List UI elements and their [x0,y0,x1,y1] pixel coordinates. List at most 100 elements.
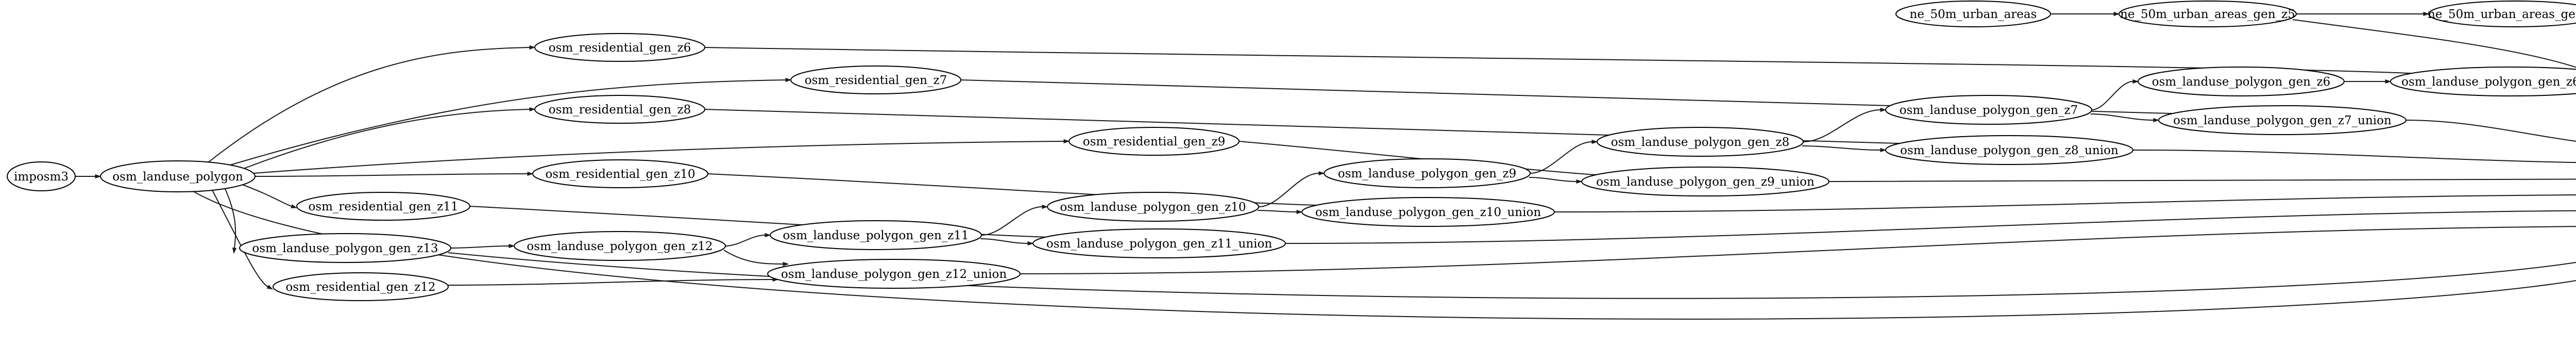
arrowhead-rz11 [291,204,298,208]
node-label-rz7: osm_residential_gen_z7 [805,74,947,87]
node-label-ne4: ne_50m_urban_areas_gen_z4 [2428,8,2576,21]
arrowhead-g9 [1318,171,1325,176]
node-ellipse-g11 [770,220,982,250]
node-ellipse-g12 [514,231,726,261]
node-ellipse-g8 [1597,127,1804,157]
node-rz6: osm_residential_gen_z6 [534,33,705,62]
node-label-g6: osm_landuse_polygon_gen_z6 [2152,75,2331,89]
node-ellipse-g7 [1885,95,2092,125]
node-rz7: osm_residential_gen_z7 [790,65,961,94]
edge-g7-u7 [2090,113,2154,121]
edge-landuse-rz9 [253,141,1064,174]
arrowhead-ne5 [2113,11,2120,17]
arrowhead-u9 [1576,179,1583,184]
node-label-u6: osm_landuse_polygon_gen_z6_union [2401,75,2576,89]
arrowhead-u12 [783,261,789,267]
arrowhead-rz10 [527,171,534,176]
node-label-rz6: osm_residential_gen_z6 [549,41,691,55]
node-ellipse-rz8 [534,95,705,124]
node-u6: osm_landuse_polygon_gen_z6_union [2390,67,2576,96]
edge-landuse-rz11 [239,183,292,207]
node-u9: osm_landuse_polygon_gen_z9_union [1581,167,1829,196]
node-ellipse-g13 [239,233,451,263]
node-u7: osm_landuse_polygon_gen_z7_union [2158,105,2406,135]
node-label-u11: osm_landuse_polygon_gen_z11_union [1046,237,1272,251]
node-label-g10: osm_landuse_polygon_gen_z10 [1060,201,1246,214]
edge-g8-u8 [1802,145,1881,151]
edge-landuse-rz12 [211,188,268,287]
arrowhead-g10 [1042,204,1048,209]
node-ellipse-u7 [2158,105,2406,135]
arrowhead-u8 [1880,147,1887,153]
edge-g7-g6 [2091,81,2133,110]
arrowhead-g6 [2132,79,2139,84]
arrowhead-u11 [1027,241,1034,246]
arrowhead-ne4 [2423,11,2430,17]
arrowhead-landuse [95,174,101,179]
arrowhead-g13 [232,248,237,254]
node-label-g13: osm_landuse_polygon_gen_z13 [252,242,438,255]
node-ellipse-landuse [100,160,256,192]
node-label-rz10: osm_residential_gen_z10 [545,168,695,181]
edge-g11-u11 [980,238,1028,244]
node-label-rz8: osm_residential_gen_z8 [549,103,691,117]
arrowhead-rz6 [529,45,536,50]
node-ellipse-rz9 [1069,127,1240,156]
edge-landuse-rz8 [242,109,530,170]
edge-landuse-rz6 [206,47,530,164]
arrowhead-rz7 [785,77,792,83]
node-u8: osm_landuse_polygon_gen_z8_union [1885,135,2133,165]
edge-g11-g10 [981,206,1043,236]
node-u10: osm_landuse_polygon_gen_z10_union [1301,197,1555,227]
node-u11: osm_landuse_polygon_gen_z11_union [1032,228,1286,258]
node-rz9: osm_residential_gen_z9 [1069,127,1240,156]
node-ellipse-ne4 [2428,1,2576,27]
node-label-u10: osm_landuse_polygon_gen_z10_union [1315,206,1541,219]
node-g6: osm_landuse_polygon_gen_z6 [2138,67,2345,96]
edge-u9-layer:z9 [1828,178,2576,182]
node-ellipse-rz10 [532,159,708,188]
arrowhead-u6 [2385,79,2392,84]
node-ellipse-imposm3 [7,161,76,191]
edge-ne5-layer:z5 [2292,19,2576,68]
arrowhead-g12 [509,243,515,249]
node-label-landuse: osm_landuse_polygon [112,170,243,184]
edge-u8-layer:z8 [2132,150,2576,163]
edge-landuse-layer:z14+ [190,189,2576,320]
arrowhead-g8 [1591,139,1598,144]
edge-g10-u10 [1257,210,1297,212]
node-label-g7: osm_landuse_polygon_gen_z7 [1900,104,2078,117]
edge-rz12-u12 [448,279,773,286]
node-ellipse-g10 [1047,192,1259,222]
node-ne5: ne_50m_urban_areas_gen_z5 [2119,1,2297,27]
edge-g8-g7 [1803,109,1881,142]
arrowhead-u10 [1296,209,1303,215]
node-ne4: ne_50m_urban_areas_gen_z4 [2428,1,2576,27]
edge-u10-layer:z10 [1554,194,2576,212]
node-label-u8: osm_landuse_polygon_gen_z8_union [1900,144,2119,157]
node-label-rz11: osm_residential_gen_z11 [308,200,458,213]
node-label-u9: osm_landuse_polygon_gen_z9_union [1596,175,1815,189]
node-ellipse-u11 [1032,228,1286,258]
node-ellipse-u9 [1581,167,1829,196]
arrowhead-g11 [765,233,771,238]
arrowhead-rz8 [529,107,536,112]
node-label-g11: osm_landuse_polygon_gen_z11 [783,229,969,242]
arrowhead-rz12 [266,285,274,290]
node-label-g12: osm_landuse_polygon_gen_z12 [527,240,713,253]
node-label-ne5: ne_50m_urban_areas_gen_z5 [2120,8,2295,21]
arrowhead-g7 [1880,107,1887,112]
edge-landuse-rz7 [226,79,786,167]
node-ellipse-rz7 [790,65,961,94]
edge-rz6-u6 [704,47,2422,74]
edge-u7-layer:z7 [2405,120,2576,142]
edges-layer [75,11,2576,320]
arrowhead-rz9 [1063,139,1070,144]
node-rz12: osm_residential_gen_z12 [273,272,449,301]
node-rz8: osm_residential_gen_z8 [534,95,705,124]
node-ellipse-rz12 [273,272,449,301]
node-rz10: osm_residential_gen_z10 [532,159,708,188]
node-label-u12: osm_landuse_polygon_gen_z12_union [781,268,1007,281]
edge-u11-layer:z11 [1285,210,2576,244]
